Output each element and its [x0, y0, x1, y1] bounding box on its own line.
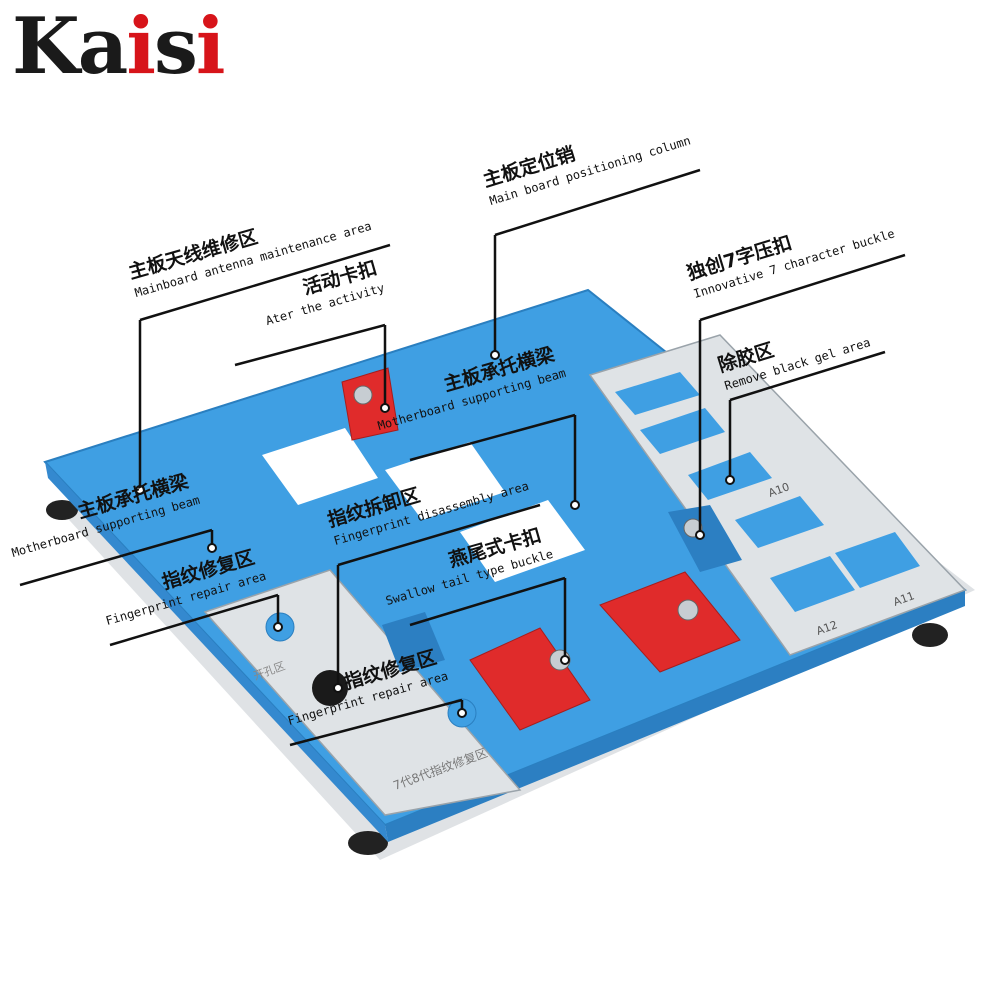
plate-side-left [45, 462, 388, 842]
logo-letter: K [12, 1, 80, 92]
opening-1 [262, 428, 378, 505]
opening-2 [385, 442, 505, 520]
foot-left [46, 500, 78, 520]
logo-letter: i [126, 1, 156, 92]
screw-1 [353, 385, 373, 405]
kaisi-logo: Kaisi® [12, 8, 236, 86]
red-swallow-tail-buckle-1 [469, 627, 591, 731]
screw-3 [677, 599, 699, 621]
plate-side-front [385, 590, 965, 842]
logo-letter: i [195, 1, 226, 92]
logo-text: Kaisi [12, 1, 226, 92]
red-swallow-tail-buckle-2 [599, 571, 741, 673]
foot-right [912, 623, 948, 647]
leader-lines [19, 168, 906, 747]
logo-letter: s [153, 1, 198, 92]
slot-grid [615, 372, 920, 612]
opening-3 [460, 500, 585, 582]
leader-dots [135, 350, 735, 718]
blue-small-buckle [382, 612, 445, 672]
logo-letter: a [77, 1, 129, 92]
foot-bottom [348, 831, 388, 855]
